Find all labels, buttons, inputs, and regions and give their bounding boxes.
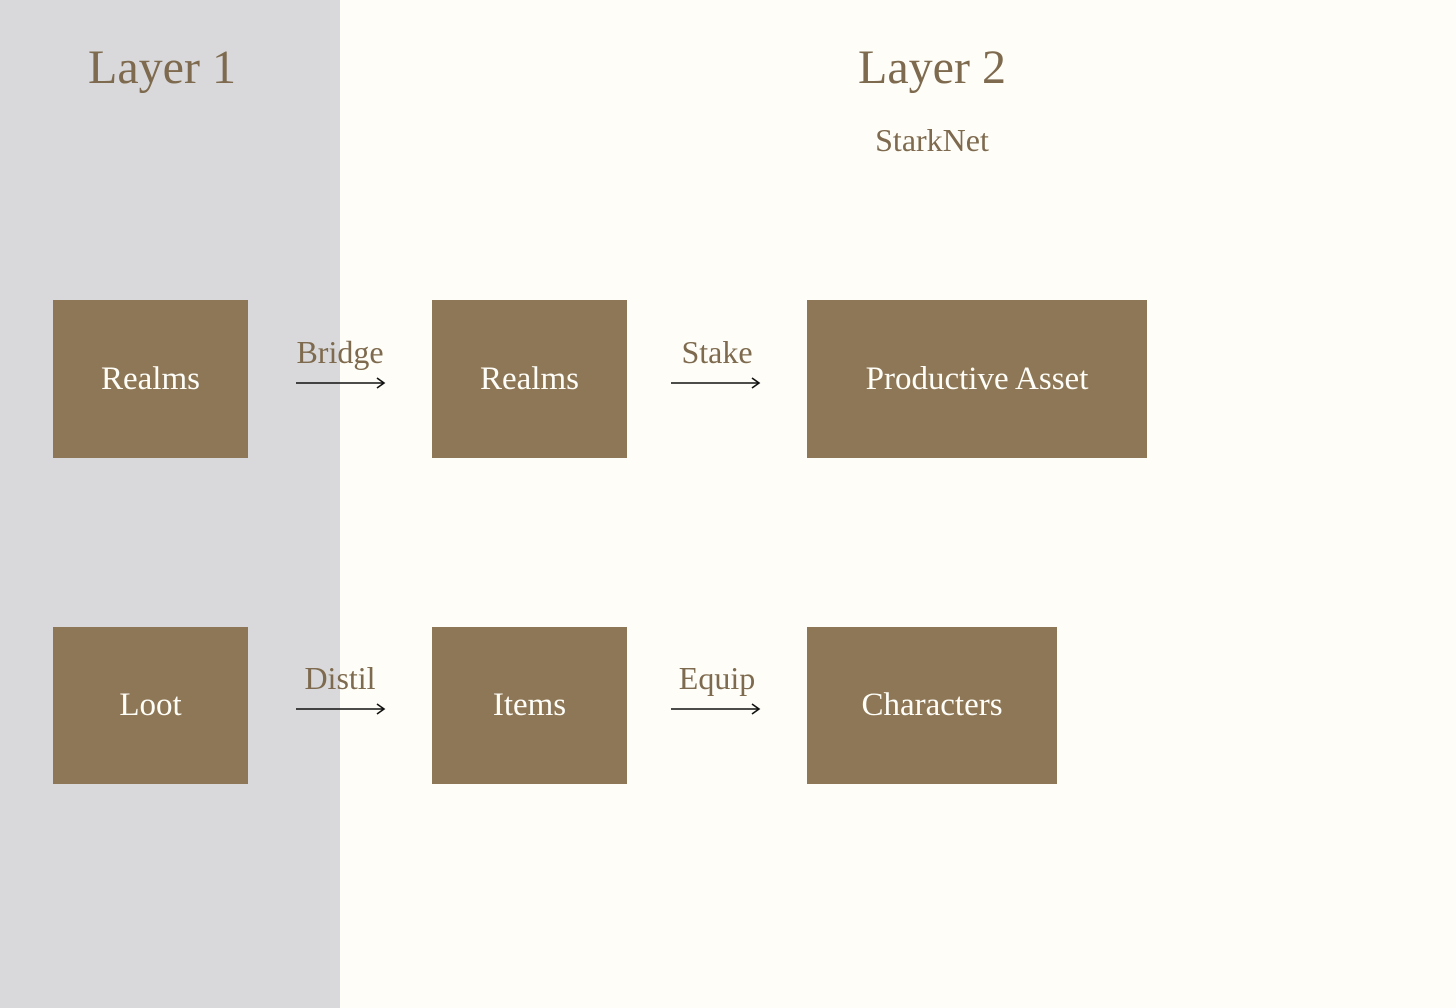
box-label: Productive Asset bbox=[865, 360, 1089, 397]
box-loot: Loot bbox=[53, 627, 248, 784]
layer2-title: Layer 2 bbox=[858, 41, 1006, 94]
bridge-label: Bridge bbox=[296, 334, 384, 370]
stake-label: Stake bbox=[681, 334, 753, 370]
box-label: Items bbox=[492, 687, 567, 723]
box-label: Realms bbox=[101, 360, 200, 397]
box-items: Items bbox=[432, 627, 627, 784]
box-l2-realms: Realms bbox=[432, 300, 627, 458]
box-label: Loot bbox=[119, 687, 182, 723]
box-label: Realms bbox=[480, 360, 579, 397]
distil-label: Distil bbox=[304, 660, 376, 696]
stake-arrow-icon bbox=[671, 377, 761, 389]
box-characters: Characters bbox=[807, 627, 1057, 784]
box-productive-asset: Productive Asset bbox=[807, 300, 1147, 458]
layer2-subtitle: StarkNet bbox=[875, 122, 989, 158]
equip-label: Equip bbox=[678, 660, 756, 696]
distil-arrow-icon bbox=[296, 703, 386, 715]
layer1-region bbox=[0, 0, 340, 1008]
equip-arrow-icon bbox=[671, 703, 761, 715]
bridge-arrow-icon bbox=[296, 377, 386, 389]
layer1-title: Layer 1 bbox=[88, 41, 236, 94]
box-l1-realms: Realms bbox=[53, 300, 248, 458]
box-label: Characters bbox=[861, 687, 1003, 723]
